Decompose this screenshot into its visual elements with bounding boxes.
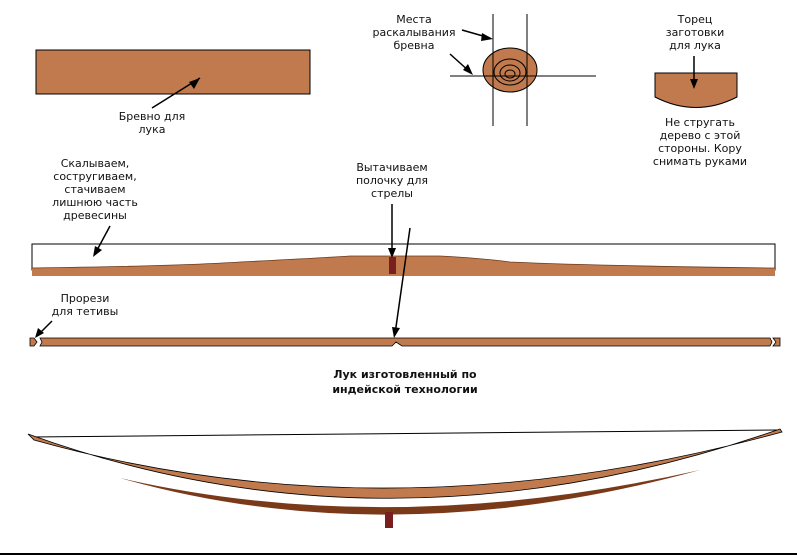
split-arrowhead-2 bbox=[463, 64, 473, 75]
blank-wood-profile bbox=[32, 256, 775, 276]
bow-stave bbox=[29, 337, 773, 347]
bow-grip bbox=[385, 512, 393, 528]
log-rectangle bbox=[35, 49, 311, 95]
notch-arrowhead bbox=[35, 328, 44, 338]
bow-title: Лук изготовленный по индейской технологи… bbox=[332, 368, 478, 396]
log-cross-section bbox=[450, 14, 596, 126]
shelf-arrowhead-2 bbox=[392, 327, 400, 338]
blank-wood-edge bbox=[31, 255, 776, 269]
chop-arrowhead bbox=[93, 246, 102, 257]
blank-end-shape bbox=[654, 72, 738, 108]
notches-label: Прорези для тетивы bbox=[51, 292, 119, 318]
shelf-arrow-2 bbox=[394, 227, 411, 335]
log-arrowhead bbox=[189, 78, 200, 89]
bow-string bbox=[30, 429, 778, 438]
split-arrowhead-1 bbox=[481, 33, 493, 41]
blank-end-arrowhead bbox=[690, 79, 698, 89]
blank-end-label: Торец заготовки для лука bbox=[665, 13, 725, 52]
bow-stave-right-notch bbox=[772, 337, 781, 347]
split-places-label: Места раскалывания бревна bbox=[372, 13, 456, 52]
shelf-label: Вытачиваем полочку для стрелы bbox=[355, 161, 429, 200]
blank-grip bbox=[389, 257, 396, 274]
no-plane-label: Не стругать дерево с этой стороны. Кору … bbox=[652, 116, 748, 168]
chop-arrow bbox=[95, 225, 111, 253]
log-label: Бревно для лука bbox=[118, 110, 186, 136]
bow-limbs bbox=[27, 428, 783, 499]
bow-back-shade bbox=[120, 470, 700, 515]
shelf-arrowhead-1 bbox=[388, 248, 396, 258]
chop-label: Скалываем, состругиваем, стачиваем лишню… bbox=[52, 157, 138, 222]
